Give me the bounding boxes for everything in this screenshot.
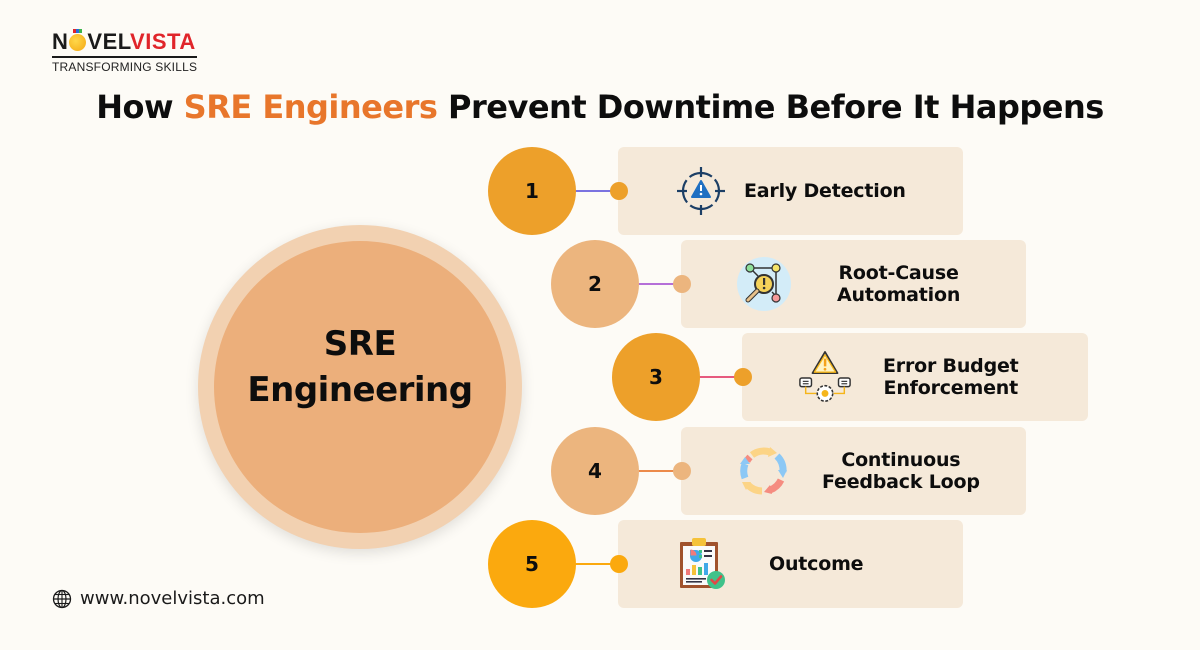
step-number: 5 — [525, 552, 539, 576]
warning-gear-icon — [797, 349, 853, 405]
logo-bulb-icon — [69, 29, 87, 51]
logo-wordmark: N VELVISTA — [52, 29, 212, 54]
step-number-badge: 4 — [551, 427, 639, 515]
title-prefix: How — [96, 88, 184, 126]
step-number-badge: 5 — [488, 520, 576, 608]
title-suffix: Prevent Downtime Before It Happens — [437, 88, 1104, 126]
report-check-icon — [673, 536, 729, 592]
title-highlight: SRE Engineers — [183, 88, 438, 126]
page-title: How SRE Engineers Prevent Downtime Befor… — [0, 88, 1200, 126]
step-label-line2: Enforcement — [883, 377, 1019, 399]
hub-inner-circle: SRE Engineering — [214, 241, 506, 533]
step-number-badge: 1 — [488, 147, 576, 235]
step-label-line2: Feedback Loop — [822, 471, 980, 493]
step-card: Continuous Feedback Loop — [681, 427, 1026, 515]
logo-tagline: TRANSFORMING SKILLS — [52, 59, 198, 74]
logo-novel-text: VEL — [87, 29, 131, 54]
step-number: 4 — [588, 459, 602, 483]
step-label-line1: Continuous — [841, 449, 961, 471]
step-connector-dot — [734, 368, 752, 386]
step-card: Outcome — [618, 520, 963, 608]
website-link[interactable]: www.novelvista.com — [80, 588, 265, 609]
step-connector — [698, 376, 742, 378]
step-number-badge: 3 — [612, 333, 700, 421]
step-connector — [637, 470, 681, 472]
step-connector-dot — [610, 555, 628, 573]
cycle-arrows-icon — [736, 443, 792, 499]
step-label: Outcome — [769, 553, 864, 575]
step-label-line1: Outcome — [769, 553, 864, 575]
step-connector-dot — [673, 462, 691, 480]
logo-divider — [52, 56, 197, 58]
step-connector — [574, 563, 618, 565]
step-number: 3 — [649, 365, 663, 389]
step-connector-dot — [610, 182, 628, 200]
hub-label-line1: SRE — [323, 324, 397, 364]
step-label: Early Detection — [744, 180, 906, 202]
globe-icon — [52, 589, 72, 608]
step-card: Error Budget Enforcement — [742, 333, 1088, 421]
target-alert-icon — [673, 163, 729, 219]
step-card: Early Detection — [618, 147, 963, 235]
step-connector — [637, 283, 681, 285]
hub-label-line2: Engineering — [247, 370, 473, 410]
website-footer: www.novelvista.com — [52, 588, 265, 609]
step-label-line1: Error Budget — [883, 355, 1019, 377]
brand-logo: N VELVISTA TRANSFORMING SKILLS — [52, 29, 212, 74]
logo-vista-text: VISTA — [130, 29, 196, 54]
step-number-badge: 2 — [551, 240, 639, 328]
step-label: Error Budget Enforcement — [883, 355, 1019, 399]
magnifier-network-icon — [736, 256, 792, 312]
step-number: 1 — [525, 179, 539, 203]
step-number: 2 — [588, 272, 602, 296]
step-label: Continuous Feedback Loop — [822, 449, 980, 493]
hub-circle: SRE Engineering — [198, 225, 522, 549]
step-label-line2: Automation — [837, 284, 961, 306]
step-label-line1: Early Detection — [744, 180, 906, 202]
step-label-line1: Root-Cause — [838, 262, 959, 284]
logo-letter-n: N — [52, 29, 69, 54]
step-connector — [574, 190, 618, 192]
step-connector-dot — [673, 275, 691, 293]
hub-label: SRE Engineering — [247, 321, 473, 413]
step-card: Root-Cause Automation — [681, 240, 1026, 328]
step-label: Root-Cause Automation — [837, 262, 960, 306]
